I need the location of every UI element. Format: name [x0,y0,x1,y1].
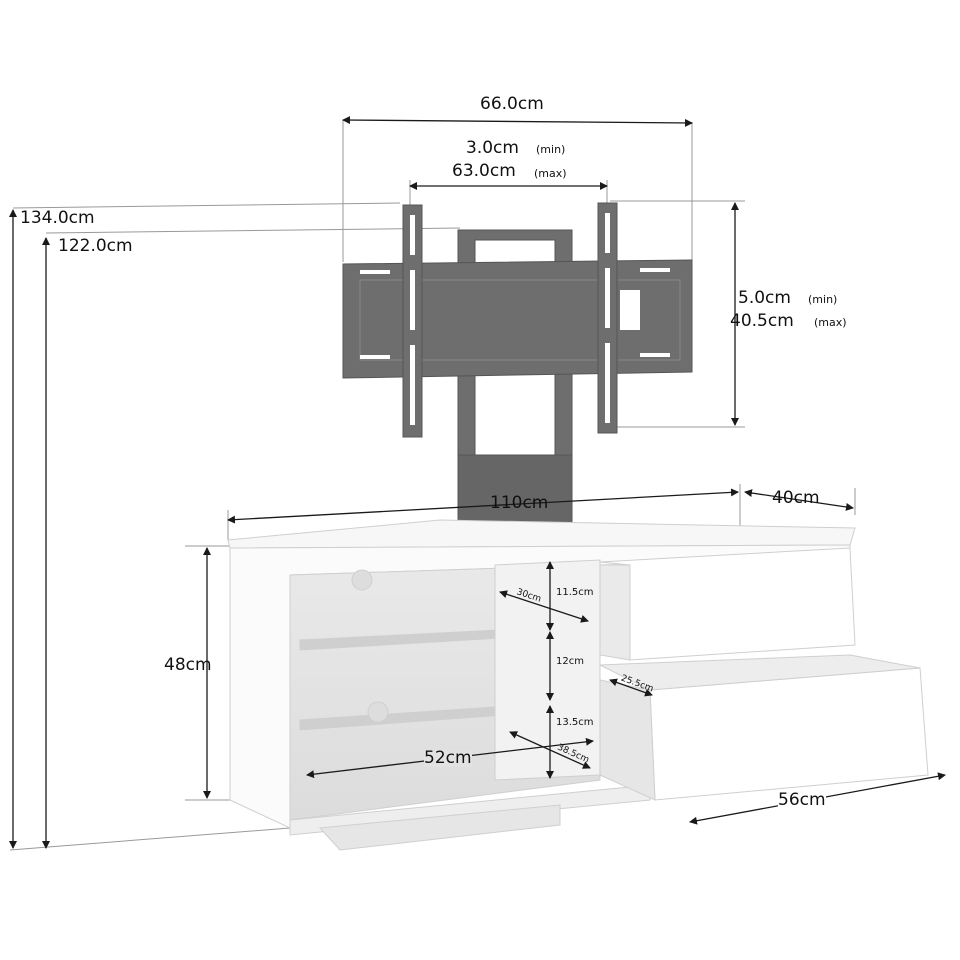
min-tag: (min) [536,143,566,156]
bracket-width-label: 66.0cm [480,94,544,114]
vertical-max-label: 40.5cm [730,311,794,331]
vertical-min-tag: (min) [808,293,838,306]
compartment-width-label: 52cm [424,748,472,768]
shelf-2-height-label: 12cm [556,656,584,667]
vertical-min-label: 5.0cm [738,288,791,308]
cabinet-height-label: 48cm [164,655,212,675]
arm-spacing-min-label: 3.0cm [466,138,519,158]
min-height-label: 122.0cm [58,236,133,256]
drawer-width-label: 56cm [778,790,826,810]
max-height-label: 134.0cm [20,208,95,228]
shelf-1-height-label: 11.5cm [556,587,594,598]
cabinet-depth-label: 40cm [772,488,820,508]
guide-lines [9,120,856,851]
max-tag: (max) [534,167,567,180]
shelf-3-height-label: 13.5cm [556,717,594,728]
dimension-lines [9,116,946,849]
vertical-max-tag: (max) [814,316,847,329]
cabinet-width-label: 110cm [490,493,549,513]
arm-spacing-max-label: 63.0cm [452,161,516,181]
tv-bracket [342,202,693,531]
